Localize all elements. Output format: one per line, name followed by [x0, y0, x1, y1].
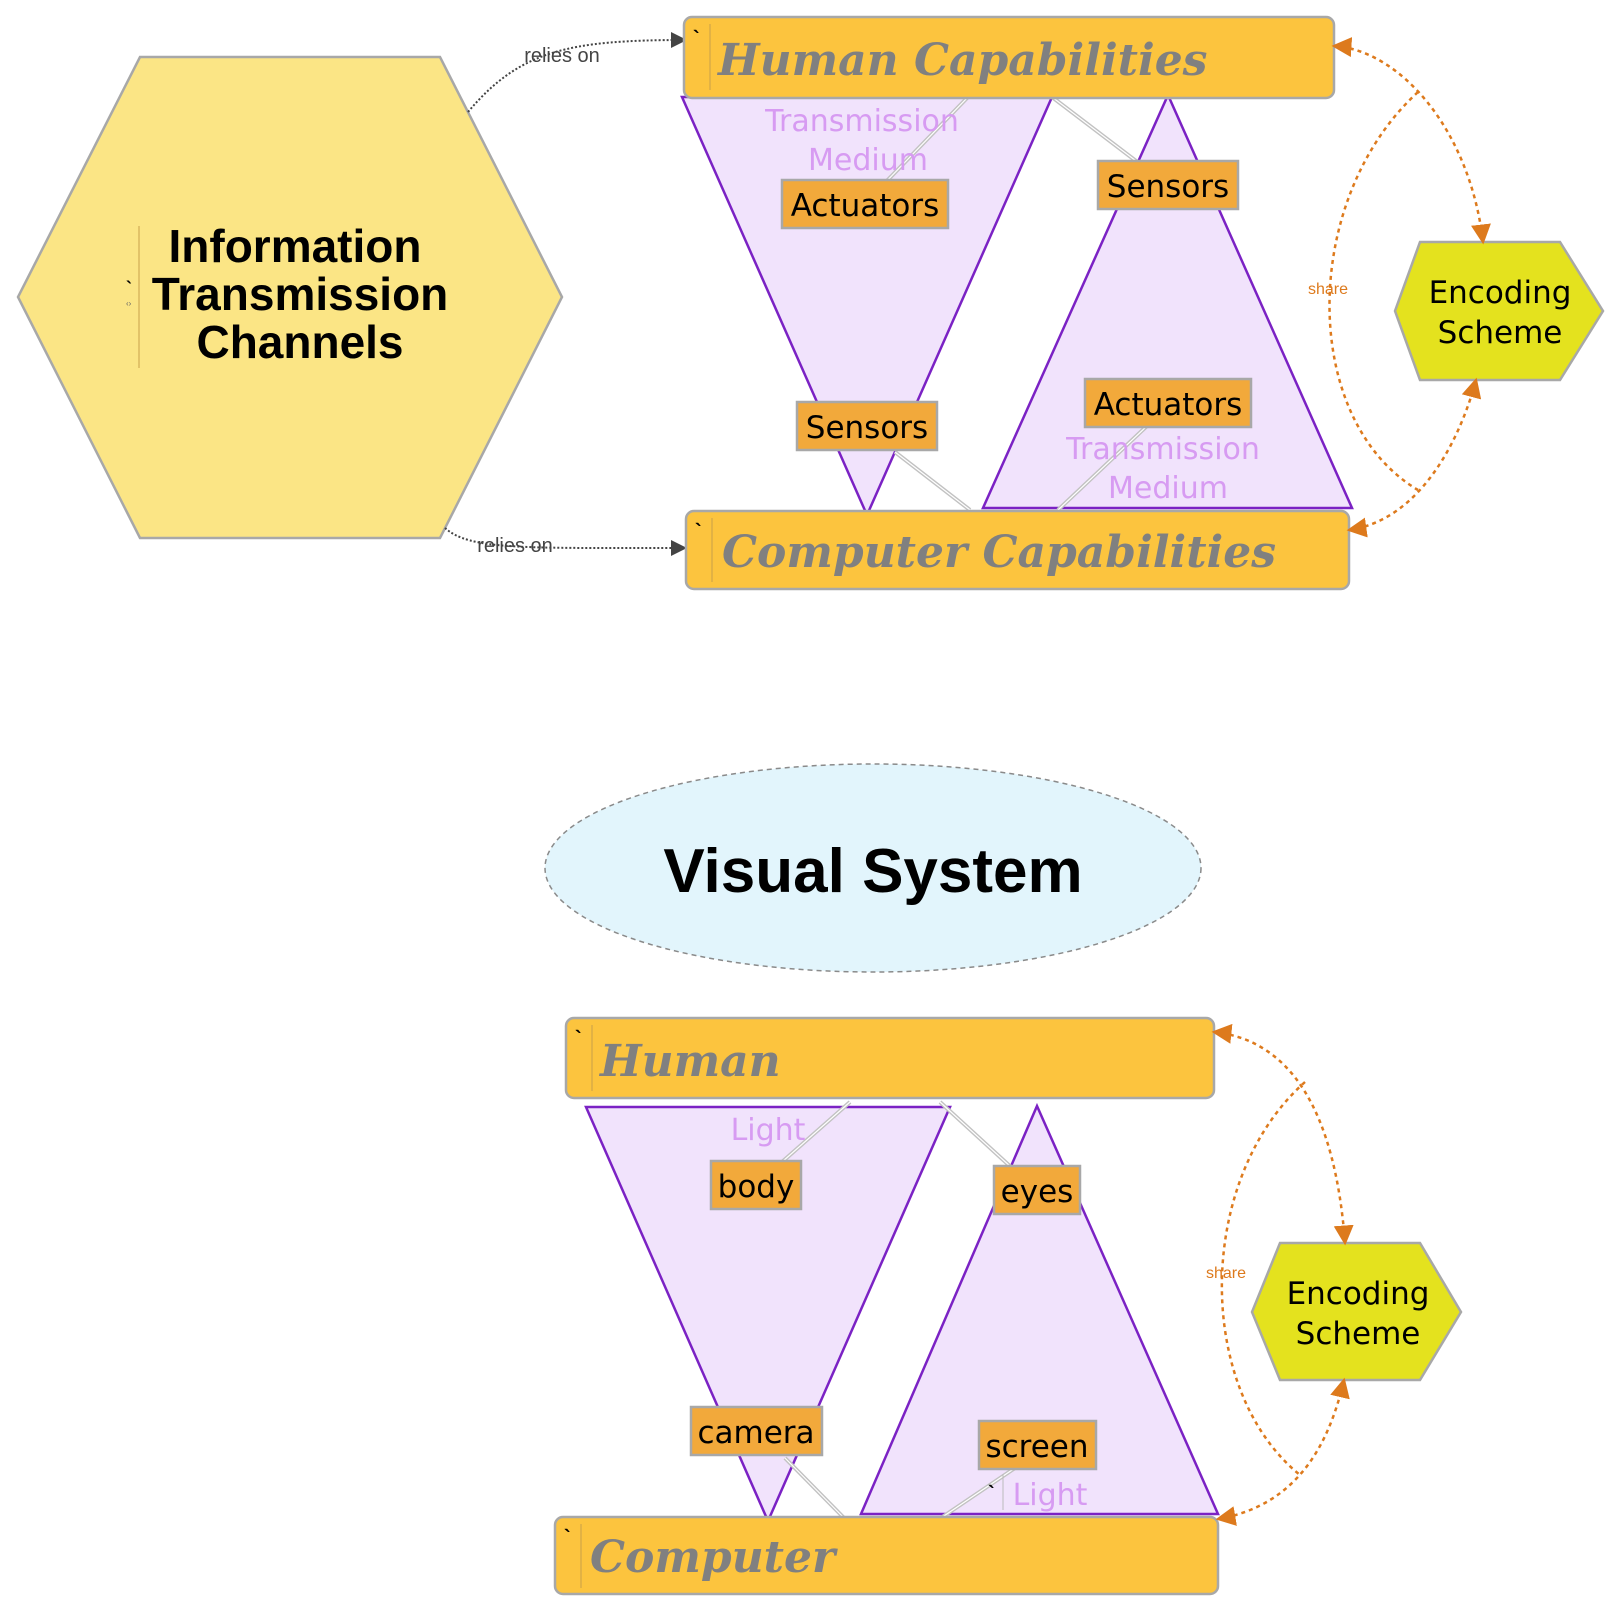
bottom-share-label: share: [1206, 1265, 1246, 1282]
bottom-left-triangle: [584, 1105, 952, 1525]
svg-text:camera: camera: [697, 1415, 814, 1451]
human-capabilities-bar: ` Human Capabilities: [682, 15, 1336, 100]
top-left-medium-line-1: Transmission: [764, 104, 959, 139]
top-share-arrows: [1328, 37, 1491, 538]
svg-text:Sensors: Sensors: [1107, 169, 1229, 205]
code-icon: ‹›: [126, 299, 132, 308]
svg-text:Sensors: Sensors: [806, 410, 928, 446]
svg-text:screen: screen: [985, 1429, 1088, 1465]
human-marker: `: [575, 1028, 582, 1050]
hexagon-line-1: Information: [169, 220, 422, 272]
svg-text:Scheme: Scheme: [1438, 315, 1563, 351]
svg-text:Encoding: Encoding: [1287, 1276, 1430, 1312]
bottom-eyes-box: eyes: [992, 1164, 1082, 1216]
information-transmission-channels-node: ` ‹› Information Transmission Channels: [16, 55, 564, 540]
svg-text:Actuators: Actuators: [1094, 387, 1243, 423]
bottom-encoding-scheme-node: Encoding Scheme: [1250, 1241, 1463, 1382]
top-right-medium-line-2: Medium: [1108, 471, 1228, 506]
human-label: Human: [598, 1036, 781, 1087]
relies-on-label-top: relies on: [524, 45, 600, 67]
bottom-right-medium: Light: [1013, 1478, 1088, 1513]
top-left-actuators-box: Actuators: [780, 178, 950, 230]
human-capabilities-label: Human Capabilities: [716, 35, 1207, 86]
top-left-medium-line-2: Medium: [808, 143, 928, 178]
top-right-actuators-box: Actuators: [1083, 377, 1253, 429]
hexagon-line-3: Channels: [196, 316, 403, 368]
human-bar: ` Human: [564, 1016, 1216, 1100]
relies-on-arrow-bottom: [444, 527, 687, 557]
top-encoding-scheme-node: Encoding Scheme: [1393, 240, 1605, 382]
visual-system-title: Visual System: [663, 837, 1082, 906]
bottom-right-medium-marker: `: [988, 1483, 995, 1505]
svg-text:Encoding: Encoding: [1429, 275, 1572, 311]
top-right-sensors-box: Sensors: [1096, 159, 1240, 211]
svg-text:body: body: [718, 1169, 795, 1205]
bottom-camera-box: camera: [689, 1405, 824, 1457]
relies-on-label-bottom: relies on: [477, 535, 553, 557]
top-share-label: share: [1308, 281, 1348, 298]
human-capabilities-marker: `: [693, 28, 700, 50]
computer-capabilities-marker: `: [695, 521, 702, 543]
svg-text:eyes: eyes: [1001, 1174, 1074, 1210]
bottom-body-box: body: [709, 1159, 803, 1211]
top-right-medium-line-1: Transmission: [1065, 432, 1260, 467]
top-right-triangle: [981, 91, 1354, 510]
relies-on-arrow-top: [467, 32, 687, 113]
computer-capabilities-bar: ` Computer Capabilities: [684, 509, 1351, 591]
top-left-sensors-box: Sensors: [795, 400, 939, 452]
svg-text:Actuators: Actuators: [791, 188, 940, 224]
bottom-screen-box: screen: [977, 1419, 1098, 1471]
hexagon-marker: `: [126, 278, 132, 298]
computer-bar: ` Computer: [553, 1515, 1220, 1596]
bottom-right-triangle: [859, 1102, 1220, 1516]
bottom-share-arrows: [1211, 1023, 1354, 1526]
svg-text:Scheme: Scheme: [1296, 1316, 1421, 1352]
hexagon-line-2: Transmission: [152, 268, 449, 320]
visual-system-title-node: Visual System: [544, 763, 1202, 973]
computer-marker: `: [564, 1527, 571, 1549]
computer-label: Computer: [590, 1532, 838, 1583]
computer-capabilities-label: Computer Capabilities: [722, 527, 1276, 578]
bottom-left-medium: Light: [731, 1113, 806, 1148]
